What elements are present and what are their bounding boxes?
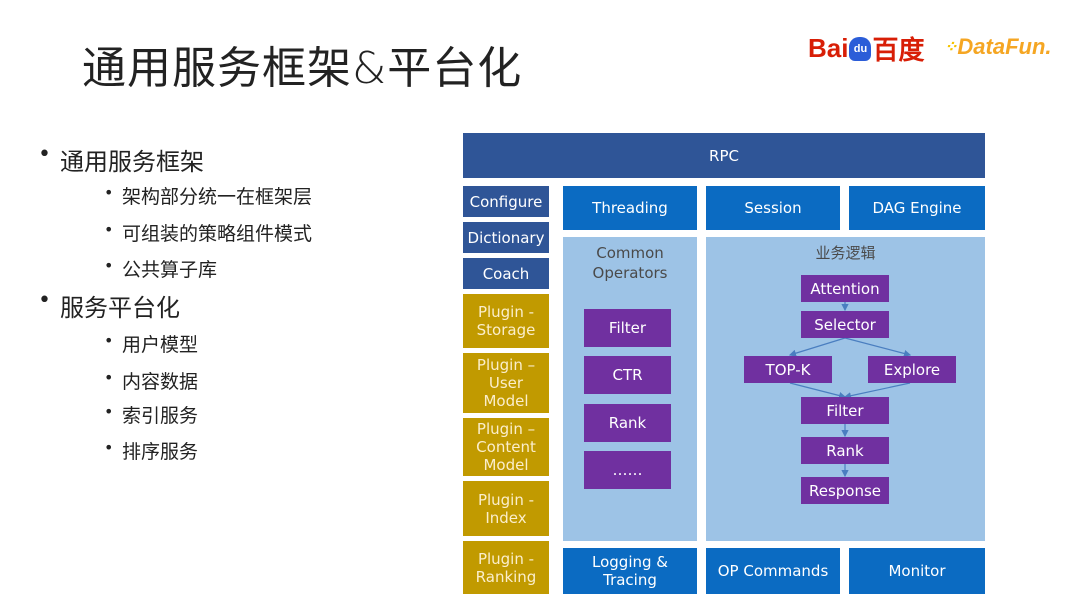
plugin-index-label: Plugin - Index xyxy=(477,490,535,527)
plugin-user-model-box: Plugin – User Model xyxy=(463,353,549,413)
bullet-item: 可组装的策略组件模式 xyxy=(104,219,312,246)
bullet-item: 架构部分统一在框架层 xyxy=(104,182,312,209)
selector-box: Selector xyxy=(801,311,889,338)
threading-label: Threading xyxy=(592,199,668,217)
selector-label: Selector xyxy=(814,315,876,334)
plugin-storage-box: Plugin - Storage xyxy=(463,294,549,348)
slide-title: 通用服务框架&平台化 xyxy=(82,43,523,94)
operator-more-box: …… xyxy=(584,451,671,489)
operator-ctr-box: CTR xyxy=(584,356,671,394)
baidu-logo-text-left: Bai xyxy=(808,33,849,63)
bullet-item: 排序服务 xyxy=(104,437,198,464)
datafun-dots-icon: ⁘ xyxy=(944,39,957,56)
bl-rank-box: Rank xyxy=(801,437,889,464)
datafun-logo: ⁘ DataFun. xyxy=(944,34,1052,60)
logging-tracing-label: Logging & Tracing xyxy=(592,553,668,589)
monitor-box: Monitor xyxy=(849,548,985,594)
logging-tracing-box: Logging & Tracing xyxy=(563,548,697,594)
business-logic-label: 业务逻辑 xyxy=(815,244,876,262)
bl-filter-label: Filter xyxy=(826,401,864,420)
bullet-section-framework: 通用服务框架 xyxy=(38,142,204,177)
topk-box: TOP-K xyxy=(744,356,832,383)
response-box: Response xyxy=(801,477,889,504)
dictionary-box: Dictionary xyxy=(463,222,549,253)
baidu-paw-icon: du xyxy=(849,36,872,61)
bl-filter-box: Filter xyxy=(801,397,889,424)
baidu-logo-text-right: 百度 xyxy=(872,35,925,65)
rpc-label: RPC xyxy=(709,146,739,165)
operator-more-label: …… xyxy=(612,461,643,479)
explore-box: Explore xyxy=(868,356,956,383)
rpc-bar: RPC xyxy=(463,133,985,178)
operator-ctr-label: CTR xyxy=(612,366,643,384)
operator-rank-label: Rank xyxy=(608,414,647,432)
op-commands-label: OP Commands xyxy=(717,562,829,580)
response-label: Response xyxy=(808,481,882,500)
baidu-logo: Bai du 百度 xyxy=(808,30,924,67)
bullet-item: 索引服务 xyxy=(104,401,198,428)
bl-rank-label: Rank xyxy=(826,441,864,460)
plugin-ranking-label: Plugin - Ranking xyxy=(475,549,537,586)
threading-box: Threading xyxy=(563,186,697,230)
bullet-item: 内容数据 xyxy=(104,367,198,394)
configure-box: Configure xyxy=(463,186,549,217)
coach-label: Coach xyxy=(482,264,530,283)
bullet-item: 公共算子库 xyxy=(104,255,217,282)
datafun-logo-text: DataFun. xyxy=(957,34,1052,59)
plugin-content-model-label: Plugin – Content Model xyxy=(476,420,536,474)
plugin-ranking-box: Plugin - Ranking xyxy=(463,541,549,594)
common-operators-label: Common Operators xyxy=(592,244,668,282)
monitor-label: Monitor xyxy=(888,562,946,580)
configure-label: Configure xyxy=(469,192,543,211)
plugin-storage-label: Plugin - Storage xyxy=(476,303,536,339)
bullet-section-platform: 服务平台化 xyxy=(38,288,180,323)
operator-filter-box: Filter xyxy=(584,309,671,347)
dictionary-label: Dictionary xyxy=(467,228,545,247)
explore-label: Explore xyxy=(883,360,941,379)
attention-label: Attention xyxy=(810,279,880,298)
op-commands-box: OP Commands xyxy=(706,548,840,594)
operator-filter-label: Filter xyxy=(608,319,647,337)
attention-box: Attention xyxy=(801,275,889,302)
topk-label: TOP-K xyxy=(765,360,811,379)
operator-rank-box: Rank xyxy=(584,404,671,442)
coach-box: Coach xyxy=(463,258,549,289)
plugin-index-box: Plugin - Index xyxy=(463,481,549,536)
session-label: Session xyxy=(744,199,802,217)
dag-engine-label: DAG Engine xyxy=(872,199,962,217)
session-box: Session xyxy=(706,186,840,230)
dag-engine-box: DAG Engine xyxy=(849,186,985,230)
plugin-user-model-label: Plugin – User Model xyxy=(476,356,536,410)
plugin-content-model-box: Plugin – Content Model xyxy=(463,418,549,476)
bullet-item: 用户模型 xyxy=(104,330,198,357)
